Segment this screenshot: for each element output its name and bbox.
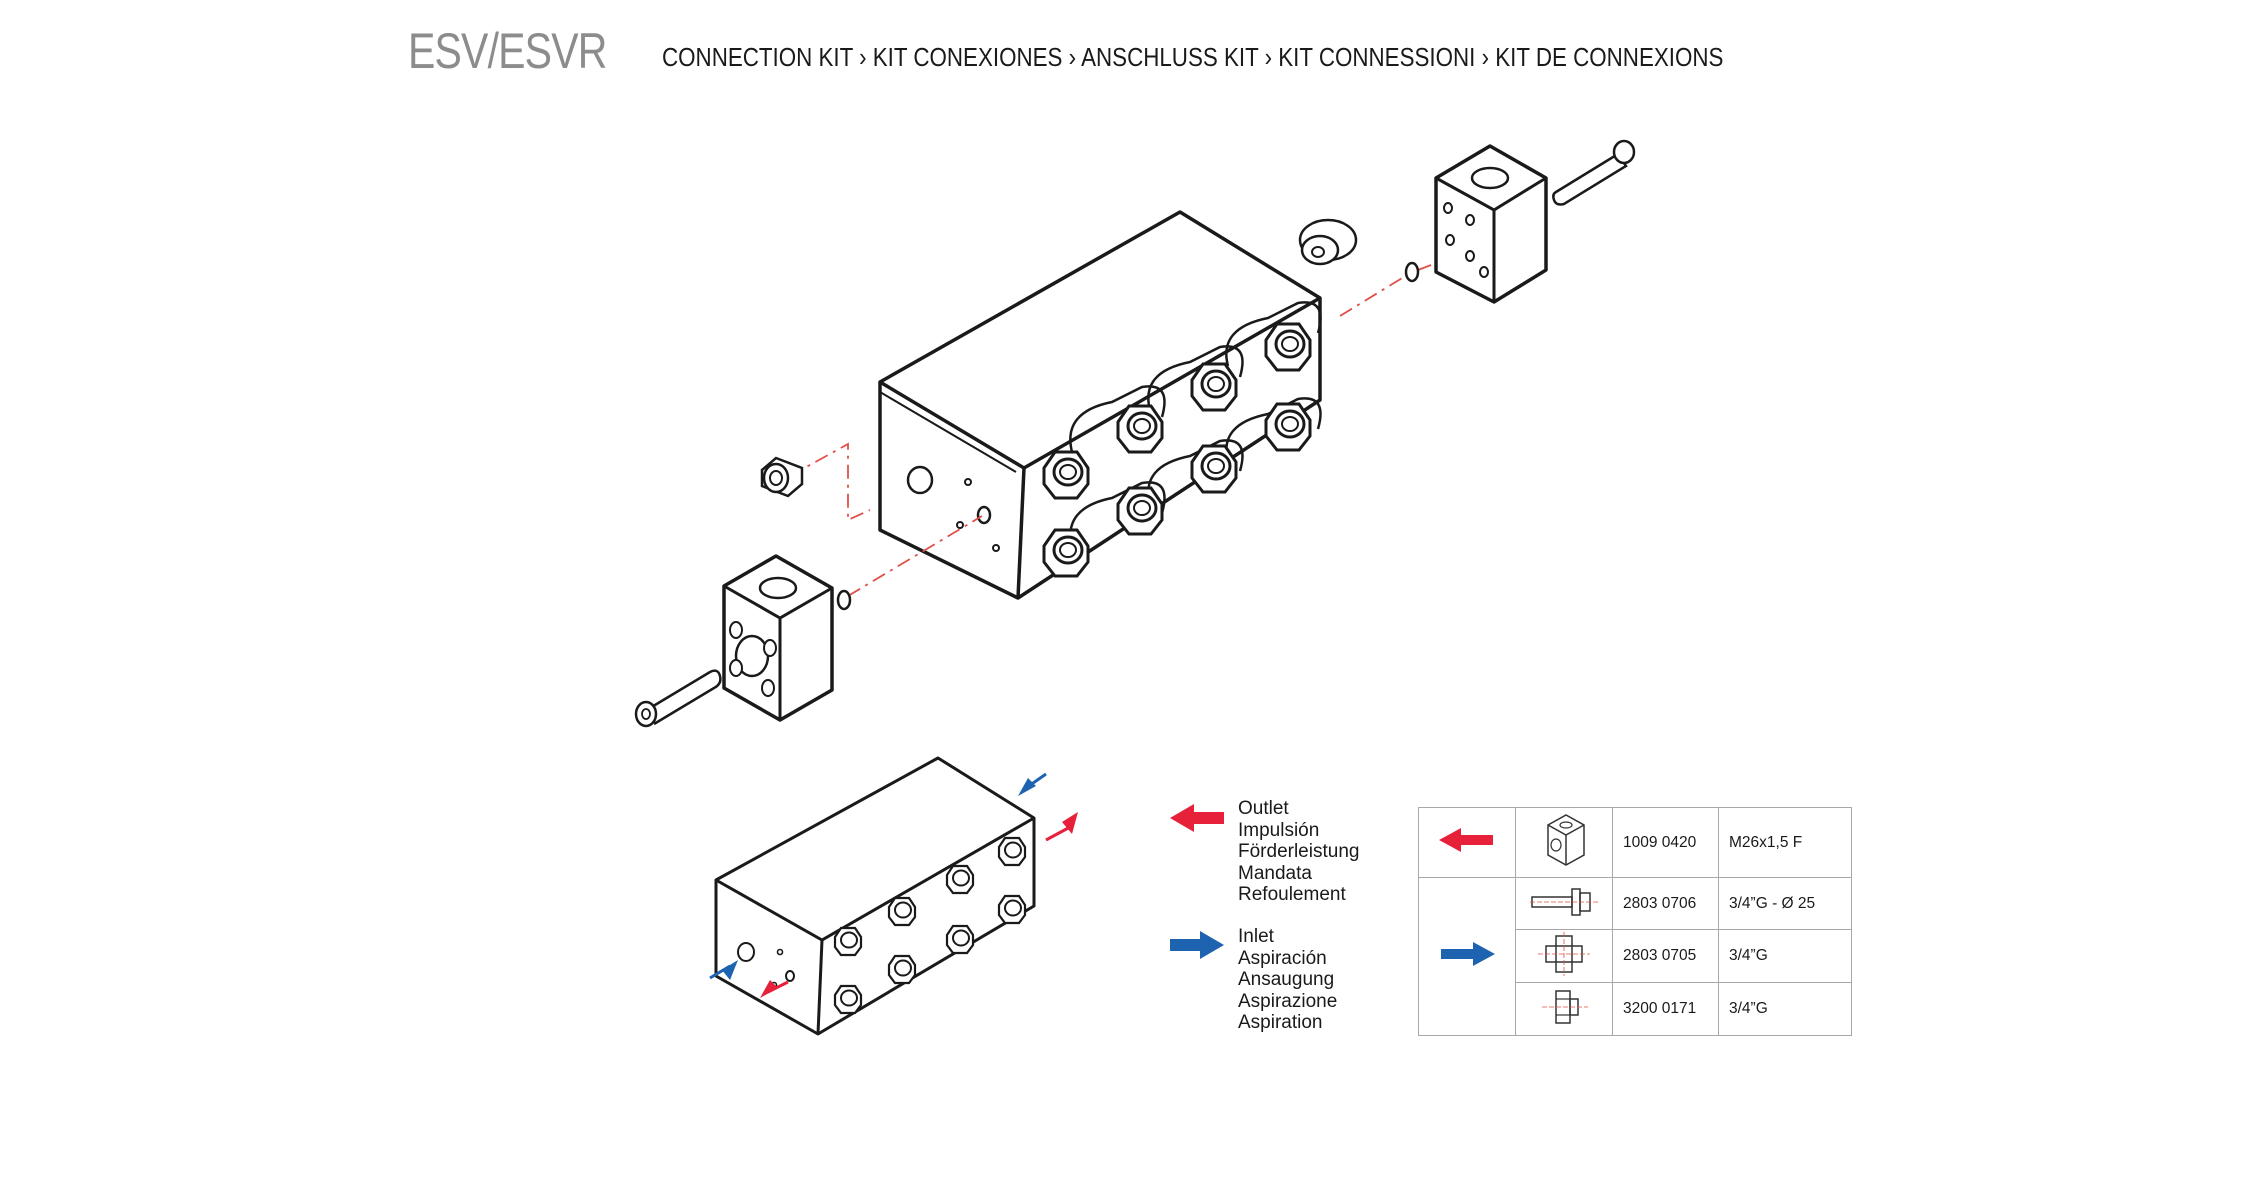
part-code: 2803 0706 (1612, 877, 1719, 930)
legend-inlet: Inlet Aspiración Ansaugung Aspirazione A… (1238, 926, 1337, 1034)
table-row: 3200 0171 3/4”G (1419, 982, 1852, 1036)
part-code: 2803 0705 (1612, 929, 1719, 983)
flange-block-right (1434, 144, 1548, 304)
part-code: 1009 0420 (1612, 807, 1719, 878)
page-subtitle: CONNECTION KIT › KIT CONEXIONES › ANSCHL… (662, 42, 1724, 72)
legend-outlet-label: Outlet (1238, 798, 1289, 819)
part-spec: 3/4”G (1718, 929, 1852, 983)
blue-arrow-right-icon (1170, 931, 1224, 959)
legend-inlet-label: Aspirazione (1238, 990, 1338, 1012)
flow-arrow-inlet-left (709, 960, 738, 980)
o-ring-right (1404, 261, 1420, 283)
table-row: 1009 0420 M26x1,5 F (1418, 807, 1852, 878)
double-nipple-icon (1538, 931, 1590, 976)
legend-outlet-label: Mandata (1238, 862, 1312, 884)
part-spec: 3/4”G (1718, 982, 1852, 1036)
table-icon-cell (1515, 877, 1613, 930)
legend-inlet-label: Aspiración (1238, 947, 1327, 969)
red-arrow-left-icon (1170, 804, 1224, 832)
legend-inlet-label: Aspiration (1238, 1012, 1323, 1033)
legend-outlet: Outlet Impulsión Förderleistung Mandata … (1238, 798, 1359, 906)
table-arrow-cell (1418, 807, 1516, 878)
o-ring-left (836, 589, 852, 611)
table-icon-cell (1515, 982, 1613, 1036)
table-row: 2803 0705 3/4”G (1419, 929, 1852, 983)
blue-arrow-right-icon (1441, 942, 1495, 966)
bolt-left (634, 669, 722, 728)
left-nipple-fitting (760, 456, 804, 498)
flange-block-left (722, 554, 834, 722)
legend-outlet-label: Impulsión (1238, 819, 1320, 841)
model-title: ESV/ESVR (408, 23, 607, 79)
table-icon-cell (1515, 807, 1613, 878)
red-arrow-left-icon (1439, 828, 1493, 852)
parts-table: 1009 0420 M26x1,5 F 2803 0706 3/4”G - Ø … (1418, 807, 1852, 1036)
hose-nipple-icon (1530, 888, 1598, 916)
flow-arrow-inlet-right (1018, 772, 1047, 796)
legend-inlet-label: Inlet (1238, 926, 1274, 947)
manifold-body (878, 210, 1322, 600)
legend-outlet-label: Refoulement (1238, 884, 1346, 905)
flow-diagram-manifold (714, 756, 1036, 1036)
table-icon-cell (1515, 929, 1613, 983)
table-arrow-cell (1418, 877, 1516, 1036)
flow-arrow-outlet-left (760, 980, 789, 998)
legend-inlet-label: Ansaugung (1238, 969, 1335, 990)
part-spec: M26x1,5 F (1718, 807, 1852, 878)
part-code: 3200 0171 (1612, 982, 1719, 1036)
legend-outlet-label: Förderleistung (1238, 841, 1360, 862)
right-nipple-fitting (1298, 218, 1358, 266)
flow-arrow-outlet-right (1045, 812, 1078, 842)
plug-icon (1542, 989, 1588, 1024)
bolt-right (1552, 139, 1636, 206)
table-row: 2803 0706 3/4”G - Ø 25 (1418, 877, 1852, 1036)
part-spec: 3/4”G - Ø 25 (1718, 877, 1852, 930)
flange-block-icon (1547, 814, 1585, 866)
